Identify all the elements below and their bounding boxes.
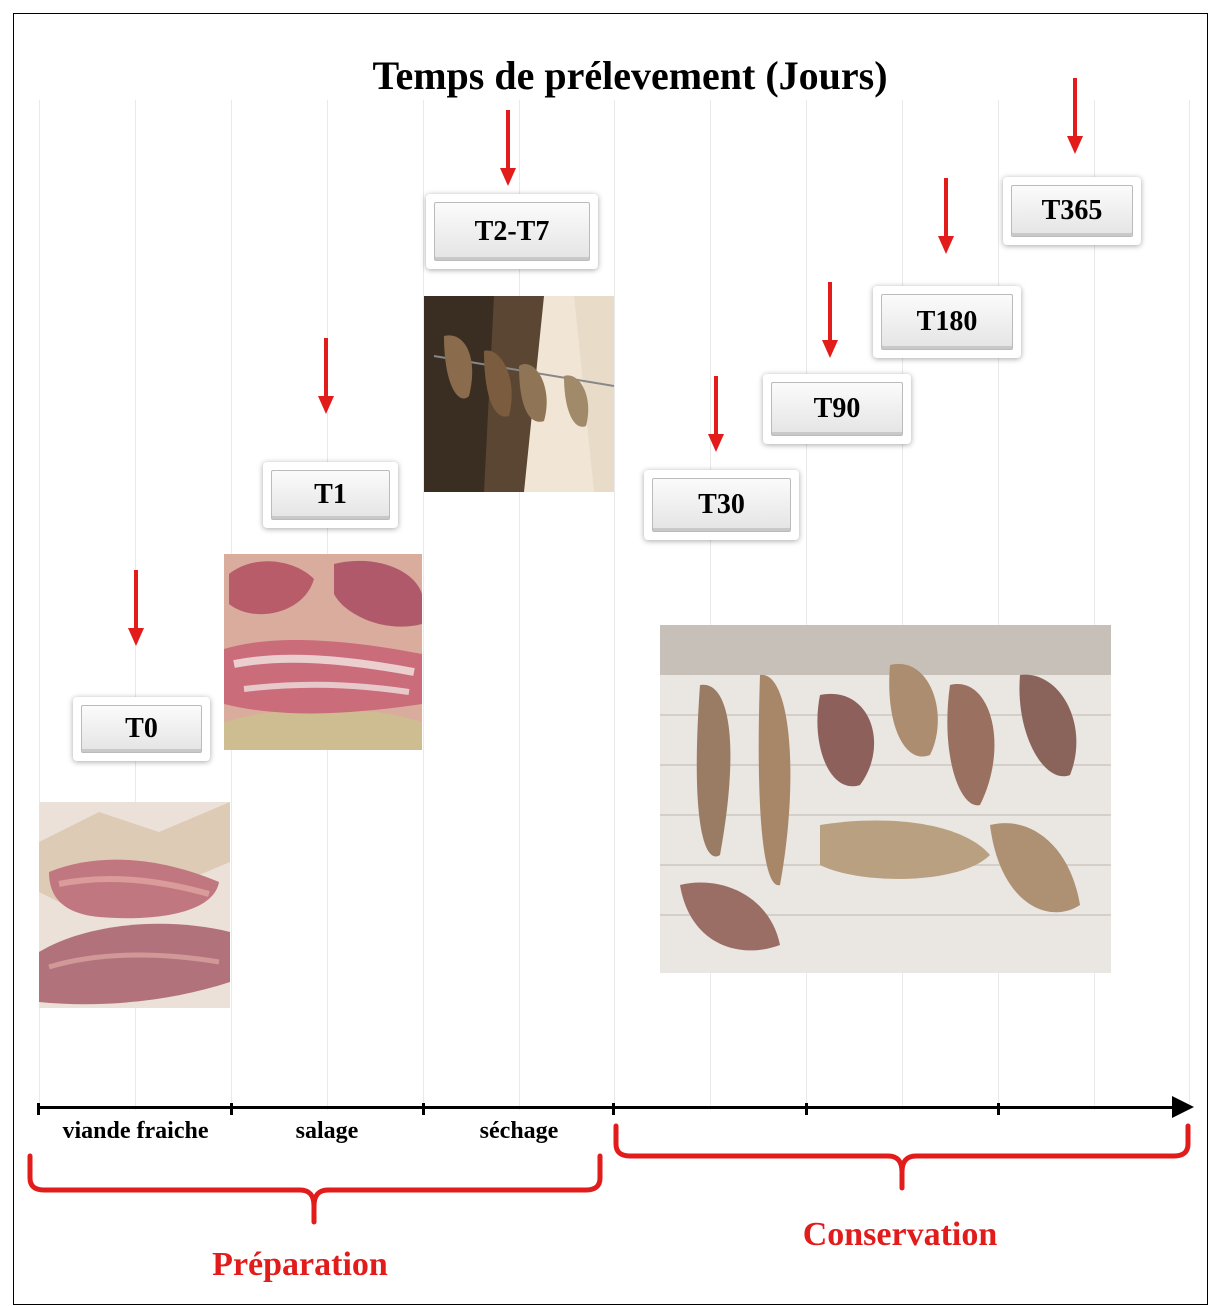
time-label-t2-t7: T2-T7 bbox=[434, 202, 590, 261]
axis-tick bbox=[422, 1103, 425, 1115]
time-box-t2-t7: T2-T7 bbox=[426, 194, 598, 269]
figure-frame bbox=[13, 13, 1208, 1305]
time-label-t0: T0 bbox=[81, 705, 202, 753]
time-axis bbox=[38, 1106, 1174, 1109]
axis-tick bbox=[37, 1103, 40, 1115]
phase-label-conservation: Conservation bbox=[802, 1216, 998, 1253]
time-label-t30: T30 bbox=[652, 478, 791, 532]
time-box-t0: T0 bbox=[73, 697, 210, 761]
arrow-down-icon-t365 bbox=[1067, 78, 1083, 154]
axis-tick bbox=[230, 1103, 233, 1115]
time-box-t30: T30 bbox=[644, 470, 799, 540]
arrow-down-icon-t1 bbox=[318, 338, 334, 414]
time-label-t365: T365 bbox=[1011, 185, 1133, 237]
time-label-t1: T1 bbox=[271, 470, 390, 520]
salted-meat-photo bbox=[224, 554, 422, 750]
arrow-down-icon-t180 bbox=[938, 178, 954, 254]
axis-tick bbox=[612, 1103, 615, 1115]
time-box-t1: T1 bbox=[263, 462, 398, 528]
time-box-t180: T180 bbox=[873, 286, 1021, 358]
stage-label-drying: séchage bbox=[479, 1118, 559, 1144]
time-box-t365: T365 bbox=[1003, 177, 1141, 245]
fresh-meat-photo bbox=[39, 802, 230, 1008]
arrow-down-icon-t2-t7 bbox=[500, 110, 516, 186]
arrow-down-icon-t30 bbox=[708, 376, 724, 452]
conservation-brace bbox=[613, 1123, 1191, 1191]
time-label-t90: T90 bbox=[771, 382, 903, 436]
time-label-t180: T180 bbox=[881, 294, 1013, 350]
axis-arrow-icon bbox=[1172, 1096, 1194, 1118]
phase-label-preparation: Préparation bbox=[212, 1246, 388, 1283]
axis-tick bbox=[805, 1103, 808, 1115]
stage-label-fresh: viande fraiche bbox=[62, 1118, 209, 1144]
arrow-down-icon-t90 bbox=[822, 282, 838, 358]
arrow-down-icon-t0 bbox=[128, 570, 144, 646]
preparation-brace bbox=[27, 1153, 603, 1225]
time-box-t90: T90 bbox=[763, 374, 911, 444]
drying-meat-photo bbox=[424, 296, 614, 492]
dried-meat-photo bbox=[660, 625, 1111, 973]
stage-label-salting: salage bbox=[295, 1118, 359, 1144]
diagram-title: Temps de prélevement (Jours) bbox=[372, 53, 888, 98]
axis-tick bbox=[997, 1103, 1000, 1115]
